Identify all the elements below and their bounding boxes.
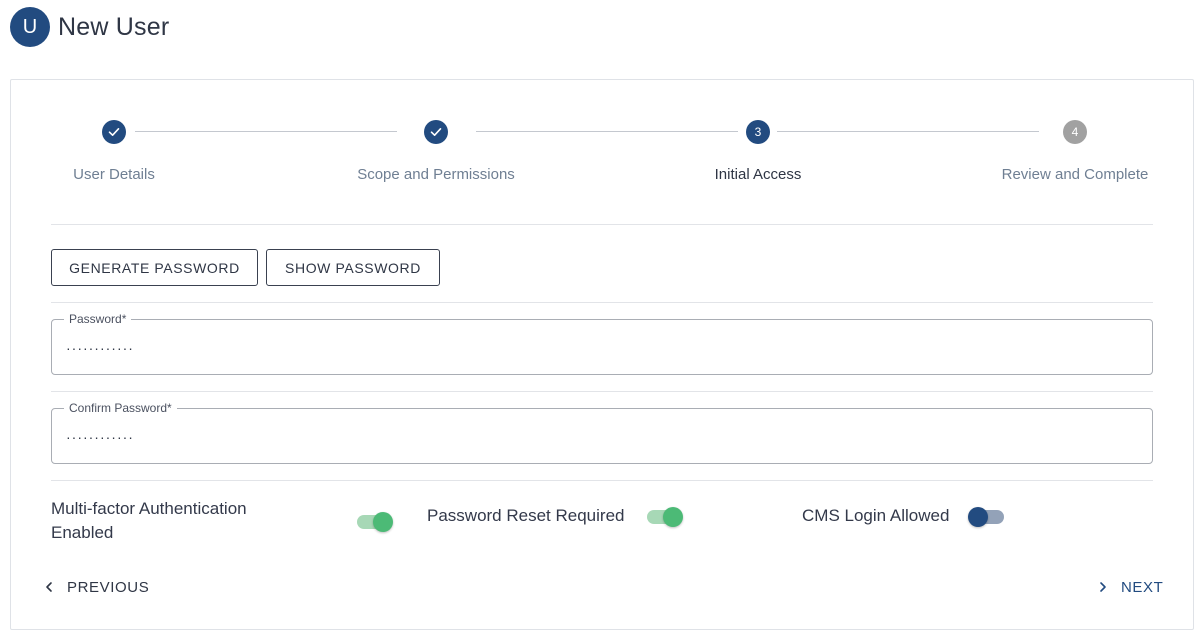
- step-label-scope-permissions[interactable]: Scope and Permissions: [357, 166, 515, 183]
- avatar: U: [10, 7, 50, 47]
- step-connector: [777, 131, 1039, 132]
- password-reset-label: Password Reset Required: [427, 506, 625, 525]
- step-4-number[interactable]: 4: [1063, 120, 1087, 144]
- confirm-password-label: Confirm Password*: [64, 401, 177, 415]
- chevron-right-icon: [1100, 582, 1106, 592]
- step-2-complete-icon[interactable]: [424, 120, 448, 144]
- confirm-password-input[interactable]: [66, 427, 1136, 447]
- chevron-left-icon: [46, 582, 52, 592]
- mfa-label-line2: Enabled: [51, 523, 114, 542]
- cms-login-label: CMS Login Allowed: [802, 506, 950, 525]
- step-1-complete-icon[interactable]: [102, 120, 126, 144]
- wizard-card: 3 4 User Details Scope and Permissions I…: [10, 79, 1194, 630]
- check-icon: [108, 128, 120, 136]
- cms-login-toggle[interactable]: [968, 504, 1006, 528]
- previous-button[interactable]: PREVIOUS: [43, 574, 149, 600]
- step-3-number[interactable]: 3: [746, 120, 770, 144]
- step-label-user-details[interactable]: User Details: [73, 166, 155, 183]
- step-label-review-complete[interactable]: Review and Complete: [1001, 166, 1149, 183]
- password-input[interactable]: [66, 338, 1136, 358]
- step-label-initial-access[interactable]: Initial Access: [714, 166, 802, 183]
- mfa-toggle[interactable]: [355, 509, 393, 533]
- next-button[interactable]: NEXT: [1097, 574, 1163, 600]
- toggle-knob: [663, 507, 683, 527]
- show-password-button[interactable]: SHOW PASSWORD: [266, 249, 440, 286]
- step-connector: [135, 131, 397, 132]
- mfa-label: Multi-factor Authentication Enabled: [51, 497, 247, 545]
- confirm-password-field: Confirm Password*: [51, 401, 1153, 464]
- password-reset-toggle[interactable]: [645, 504, 683, 528]
- page-header: U New User: [10, 7, 170, 47]
- toggle-knob: [373, 512, 393, 532]
- password-field: Password*: [51, 312, 1153, 375]
- section-divider: [51, 224, 1153, 225]
- mfa-label-line1: Multi-factor Authentication: [51, 499, 247, 518]
- password-label: Password*: [64, 312, 132, 326]
- step-connector: [476, 131, 738, 132]
- toggle-knob: [968, 507, 988, 527]
- generate-password-button[interactable]: GENERATE PASSWORD: [51, 249, 258, 286]
- check-icon: [430, 128, 442, 136]
- section-divider: [51, 480, 1153, 481]
- section-divider: [51, 302, 1153, 303]
- previous-label: PREVIOUS: [67, 578, 150, 596]
- page-title: New User: [58, 12, 170, 41]
- next-label: NEXT: [1121, 578, 1164, 596]
- section-divider: [51, 391, 1153, 392]
